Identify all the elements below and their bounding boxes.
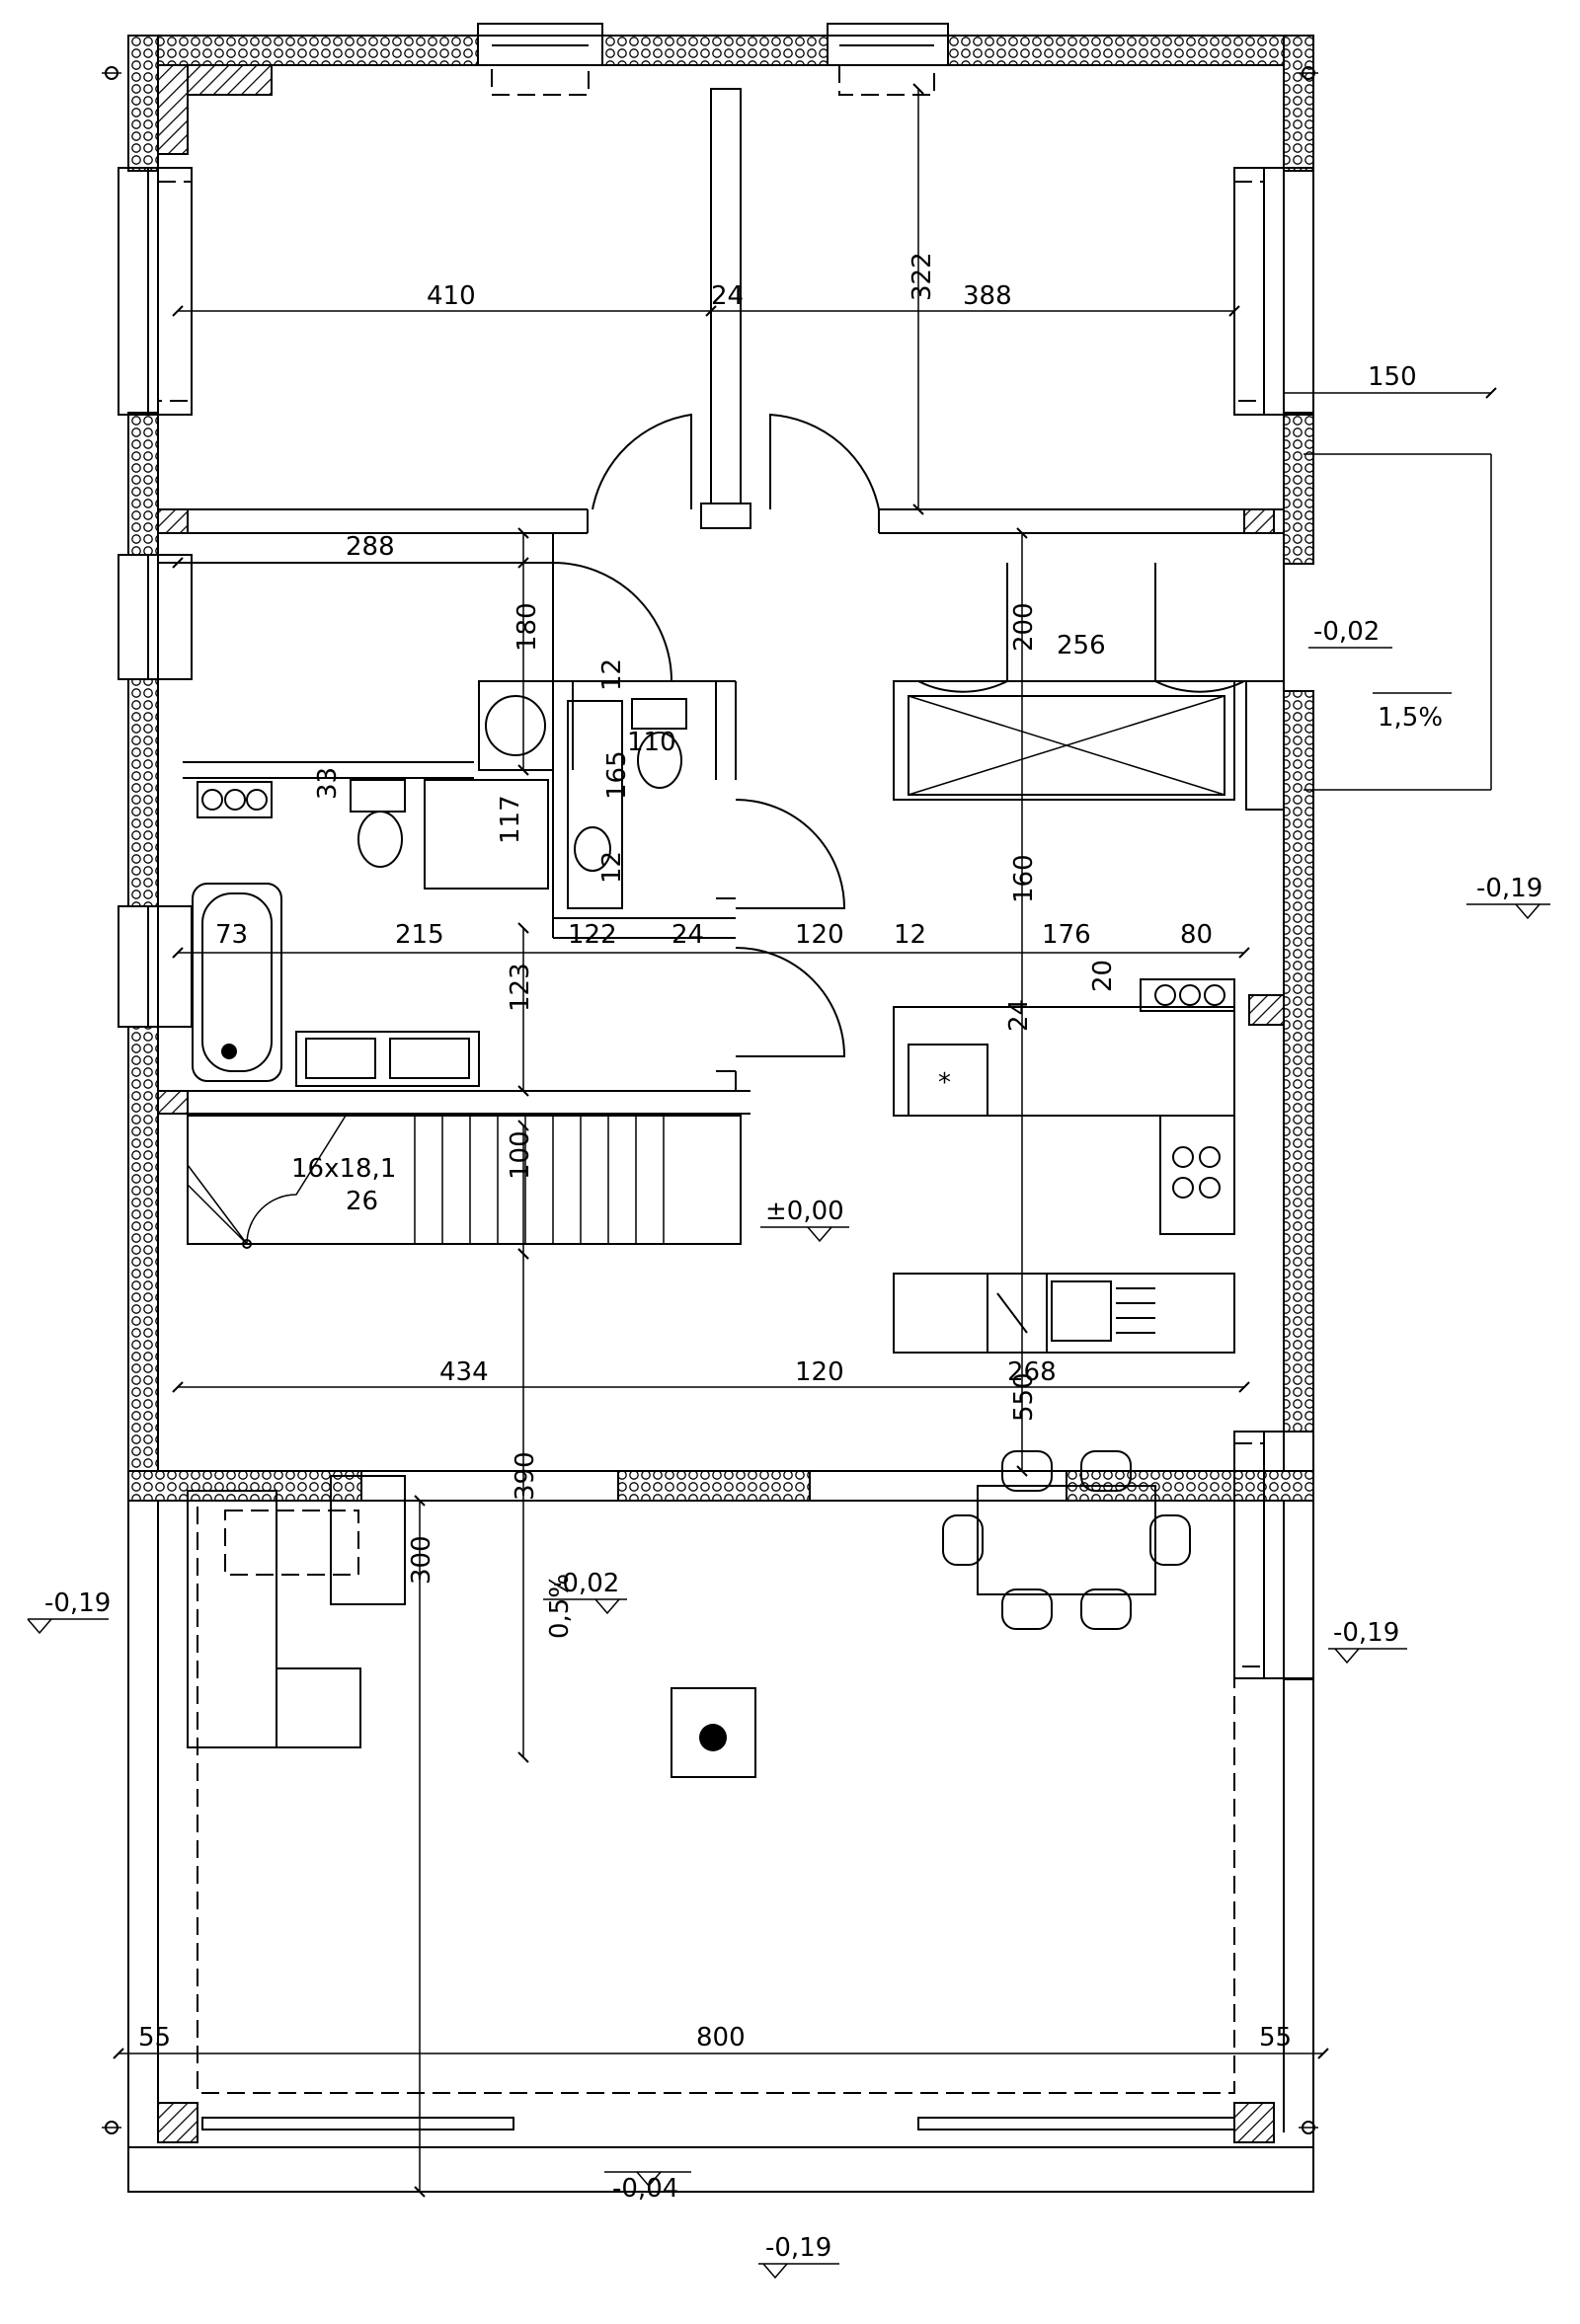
dim-room2-width: 388 [963, 281, 1012, 311]
level-bottom: -0,19 [765, 2233, 831, 2263]
dim-bath-215: 215 [395, 920, 444, 950]
dim-wall-24a: 24 [711, 281, 744, 311]
dim-stairs: 16x18,1 [291, 1154, 396, 1184]
dim-kitchen-160: 160 [1009, 854, 1039, 903]
dim-kitchen-24: 24 [1004, 999, 1034, 1032]
terrace [127, 1500, 1314, 2193]
dim-room1-width: 410 [427, 281, 476, 311]
dim-terrace-800: 800 [696, 2023, 746, 2053]
corner-markers [102, 66, 1318, 2134]
dim-corr-120a: 120 [795, 920, 844, 950]
bathroom-fixtures [192, 680, 687, 1087]
top-windows [477, 23, 949, 96]
dim-wall-12a: 12 [597, 658, 627, 691]
dim-stairs-100: 100 [506, 1130, 535, 1180]
level-entrance-slope: 1,5% [1378, 703, 1443, 733]
dim-pantry-256: 256 [1057, 631, 1106, 660]
dim-terrace-55a: 55 [138, 2023, 171, 2053]
kitchen-fixtures: * [893, 978, 1235, 1354]
outer-walls [127, 35, 1314, 1680]
dim-kitchen-80: 80 [1180, 920, 1213, 950]
dim-toilet-165: 165 [602, 750, 632, 800]
svg-text:*: * [938, 1068, 951, 1098]
level-floor: ±0,00 [765, 1197, 844, 1226]
dim-terrace-55b: 55 [1259, 2023, 1292, 2053]
dim-bath-122: 122 [568, 920, 617, 950]
dim-kitchen-20: 20 [1088, 960, 1118, 992]
level-entrance: -0,02 [1313, 617, 1380, 647]
dim-toilet-width: 110 [627, 728, 676, 757]
interior-walls [157, 88, 1285, 1115]
level-terrace-right: -0,19 [1333, 1618, 1399, 1648]
dining-table [942, 1450, 1191, 1630]
level-markers: -0,02 1,5% -0,19 ±0,00 -0,19 -0,02 -0,19… [27, 617, 1550, 2280]
living-furniture [187, 1475, 756, 1778]
dim-bathroom-depth: 180 [513, 602, 542, 652]
stairs [187, 1115, 742, 1249]
side-windows [118, 167, 1314, 1679]
dim-terrace-right: 150 [1368, 362, 1417, 392]
dimension-lines [113, 83, 1497, 2198]
dim-dining-550: 550 [1009, 1372, 1039, 1422]
dim-bath-123: 123 [506, 963, 535, 1012]
level-right-outside: -0,19 [1476, 874, 1542, 903]
dim-wall-12c: 12 [894, 920, 926, 950]
dim-living-434: 434 [439, 1357, 489, 1387]
dim-shower-117: 117 [496, 795, 525, 844]
dim-stairs-26: 26 [346, 1187, 378, 1216]
level-terrace-edge: -0,04 [612, 2174, 678, 2204]
dim-wall-12b: 12 [597, 851, 627, 884]
level-terrace-slope: 0,5% [545, 1574, 575, 1639]
dim-wall-24b: 24 [672, 920, 704, 950]
dim-bathroom-width: 288 [346, 532, 395, 562]
dim-dining-268: 268 [1007, 1357, 1057, 1387]
dim-living-390: 390 [511, 1451, 540, 1501]
dim-terrace-300: 300 [407, 1535, 436, 1585]
level-terrace: -0,02 [553, 1569, 619, 1598]
dim-bath-73: 73 [215, 920, 248, 950]
level-terrace-left: -0,19 [44, 1588, 111, 1618]
dim-wc-33: 33 [313, 767, 343, 800]
dim-room1-depth: 322 [908, 252, 937, 301]
dim-corridor-200: 200 [1009, 602, 1039, 652]
dimension-labels: 410 24 322 388 150 288 180 110 12 33 117… [138, 252, 1417, 2053]
dim-kitchen-176: 176 [1042, 920, 1091, 950]
dim-corr-120b: 120 [795, 1357, 844, 1387]
